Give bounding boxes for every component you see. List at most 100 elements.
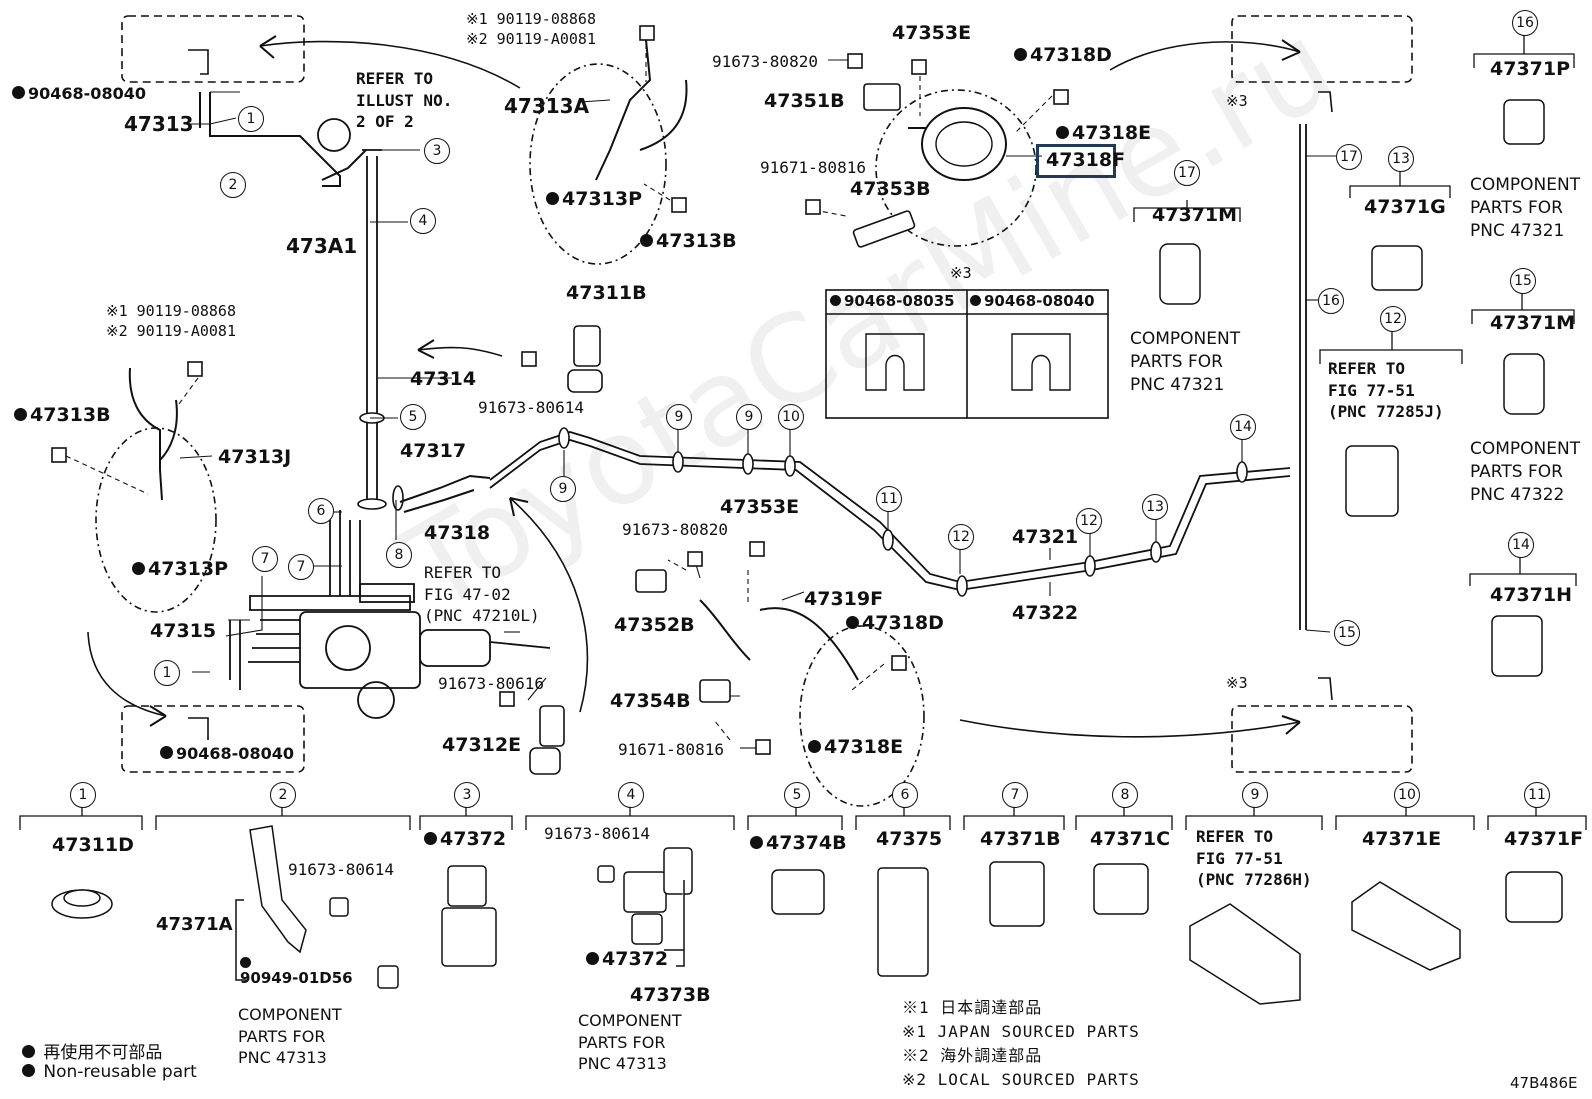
part-47371H[interactable]: 47371H <box>1490 584 1573 606</box>
callout-17-group[interactable]: 17 <box>1174 160 1200 186</box>
part-47371M-a[interactable]: 47371M <box>1152 204 1238 226</box>
part-47318D-mid[interactable]: 47318D <box>846 614 944 633</box>
callout-6[interactable]: 6 <box>308 498 334 524</box>
callout-10[interactable]: 10 <box>778 404 804 430</box>
component-parts-47321: COMPONENT PARTS FOR PNC 47321 <box>1130 329 1241 395</box>
bottom-part-91673-80614-a[interactable]: 91673-80614 <box>288 860 394 879</box>
bottom-part-90949-01D56[interactable]: 90949-01D56 <box>240 956 353 986</box>
bottom-callout-1[interactable]: 1 <box>70 782 96 808</box>
bottom-part-47371A[interactable]: 47371A <box>156 914 233 935</box>
part-47313B-left[interactable]: 47313B <box>14 406 111 425</box>
callout-13-group[interactable]: 13 <box>1388 146 1414 172</box>
callout-5[interactable]: 5 <box>400 404 426 430</box>
bottom-part-91673-80614-b[interactable]: 91673-80614 <box>544 824 650 843</box>
callout-2[interactable]: 2 <box>220 172 246 198</box>
bottom-part-47372[interactable]: 47372 <box>424 830 506 849</box>
part-47318E-top[interactable]: 47318E <box>1056 124 1151 143</box>
part-47353E-top[interactable]: 47353E <box>892 22 972 44</box>
bottom-part-47371E[interactable]: 47371E <box>1362 828 1442 850</box>
callout-4[interactable]: 4 <box>410 208 436 234</box>
callout-7b[interactable]: 7 <box>288 554 314 580</box>
bottom-part-47371C[interactable]: 47371C <box>1090 828 1171 850</box>
part-47314[interactable]: 47314 <box>410 368 477 390</box>
callout-13[interactable]: 13 <box>1142 494 1168 520</box>
callout-15[interactable]: 15 <box>1334 620 1360 646</box>
callout-16-group[interactable]: 16 <box>1512 10 1538 36</box>
clip-table-col2[interactable]: 90468-08040 <box>970 294 1095 309</box>
bottom-callout-3[interactable]: 3 <box>454 782 480 808</box>
part-47313J[interactable]: 47313J <box>218 446 292 468</box>
bottom-part-47371B[interactable]: 47371B <box>980 828 1061 850</box>
callout-12b[interactable]: 12 <box>1076 508 1102 534</box>
callout-8[interactable]: 8 <box>386 542 412 568</box>
part-47313A[interactable]: 47313A <box>504 94 590 118</box>
callout-14-group[interactable]: 14 <box>1508 532 1534 558</box>
callout-7a[interactable]: 7 <box>252 546 278 572</box>
part-47321[interactable]: 47321 <box>1012 526 1079 548</box>
part-91673-80820-mid[interactable]: 91673-80820 <box>622 520 728 539</box>
part-90468-08040-bottom[interactable]: 90468-08040 <box>160 746 294 762</box>
part-91671-80816-mid[interactable]: 91671-80816 <box>618 740 724 759</box>
part-47313P-top[interactable]: 47313P <box>546 190 642 209</box>
part-47351B[interactable]: 47351B <box>764 90 845 112</box>
part-47313P-left[interactable]: 47313P <box>132 560 228 579</box>
callout-3[interactable]: 3 <box>424 138 450 164</box>
bottom-callout-11[interactable]: 11 <box>1524 782 1550 808</box>
part-91673-80820-top[interactable]: 91673-80820 <box>712 52 818 71</box>
part-47353B[interactable]: 47353B <box>850 178 931 200</box>
bottom-callout-4[interactable]: 4 <box>618 782 644 808</box>
bottom-part-47373B[interactable]: 47373B <box>630 984 711 1006</box>
bottom-part-47375[interactable]: 47375 <box>876 828 943 850</box>
part-47371G[interactable]: 47371G <box>1364 196 1446 218</box>
callout-12-group[interactable]: 12 <box>1380 306 1406 332</box>
part-91673-80614-mid[interactable]: 91673-80614 <box>478 398 584 417</box>
callout-9a[interactable]: 9 <box>550 476 576 502</box>
part-91671-80816-top[interactable]: 91671-80816 <box>760 158 866 177</box>
part-47318D-top[interactable]: 47318D <box>1014 46 1112 65</box>
clip-table <box>825 289 1109 419</box>
clip-table-col1[interactable]: 90468-08035 <box>830 294 955 309</box>
part-47319F[interactable]: 47319F <box>804 588 884 610</box>
bottom-part-47372-b[interactable]: 47372 <box>586 950 668 969</box>
callout-17[interactable]: 17 <box>1336 144 1362 170</box>
bottom-callout-9[interactable]: 9 <box>1242 782 1268 808</box>
callout-1[interactable]: 1 <box>238 106 264 132</box>
bottom-callout-5[interactable]: 5 <box>784 782 810 808</box>
part-47318F-highlighted[interactable]: 47318F <box>1046 149 1126 171</box>
callout-9b[interactable]: 9 <box>666 404 692 430</box>
part-47311B[interactable]: 47311B <box>566 282 647 304</box>
callout-12a[interactable]: 12 <box>948 524 974 550</box>
bottom-callout-8[interactable]: 8 <box>1112 782 1138 808</box>
part-47352B[interactable]: 47352B <box>614 614 695 636</box>
bottom-part-47311D[interactable]: 47311D <box>52 834 134 856</box>
part-47313B-top[interactable]: 47313B <box>640 232 737 251</box>
callout-11[interactable]: 11 <box>876 486 902 512</box>
part-47371M-b[interactable]: 47371M <box>1490 312 1576 334</box>
callout-15-group[interactable]: 15 <box>1510 268 1536 294</box>
bottom-callout-6[interactable]: 6 <box>892 782 918 808</box>
bottom-part-47374B[interactable]: 47374B <box>750 834 847 853</box>
part-47322[interactable]: 47322 <box>1012 602 1079 624</box>
part-47354B[interactable]: 47354B <box>610 690 691 712</box>
bottom-callout-7[interactable]: 7 <box>1002 782 1028 808</box>
callout-16[interactable]: 16 <box>1318 288 1344 314</box>
part-47318E-mid[interactable]: 47318E <box>808 738 903 757</box>
part-47315[interactable]: 47315 <box>150 620 217 642</box>
part-90468-08040-top[interactable]: 90468-08040 <box>12 86 146 102</box>
bottom-brackets <box>19 804 1587 830</box>
callout-9c[interactable]: 9 <box>736 404 762 430</box>
part-47312E[interactable]: 47312E <box>442 734 522 756</box>
part-47353E-mid[interactable]: 47353E <box>720 496 800 518</box>
part-47313[interactable]: 47313 <box>124 112 194 136</box>
bottom-callout-10[interactable]: 10 <box>1394 782 1420 808</box>
callout-1-bottom[interactable]: 1 <box>154 660 180 686</box>
part-47317[interactable]: 47317 <box>400 440 467 462</box>
part-47318[interactable]: 47318 <box>424 522 491 544</box>
bottom-callout-2[interactable]: 2 <box>270 782 296 808</box>
part-473A1[interactable]: 473A1 <box>286 234 358 258</box>
part-47371P[interactable]: 47371P <box>1490 58 1571 80</box>
component-parts-47322: COMPONENT PARTS FOR PNC 47322 <box>1470 439 1581 505</box>
bottom-part-47371F[interactable]: 47371F <box>1504 828 1584 850</box>
callout-14[interactable]: 14 <box>1230 414 1256 440</box>
part-91673-80616[interactable]: 91673-80616 <box>438 674 544 693</box>
